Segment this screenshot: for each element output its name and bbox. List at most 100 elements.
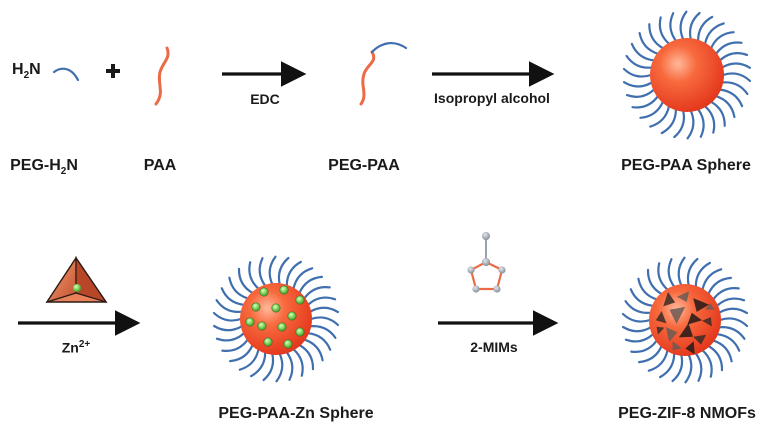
- zif8-crystal: [665, 327, 678, 342]
- zn-ion-dot: [245, 317, 255, 327]
- peg-brush-strand: [285, 351, 294, 381]
- peg-brush-strand: [292, 348, 304, 377]
- zif8-crystal: [705, 303, 715, 310]
- peg-brush-strand: [715, 333, 741, 352]
- peg-brush-strand: [686, 257, 699, 287]
- plus-sign: [106, 64, 120, 78]
- zif8-crystal: [663, 292, 676, 307]
- peg-brush-strand: [212, 311, 243, 322]
- peg-brush-strand: [669, 12, 677, 42]
- peg-brush-strand: [622, 325, 652, 333]
- peg-brush-strand: [649, 105, 671, 128]
- zn-ion-dot: [257, 321, 267, 331]
- peg-brush-strand: [638, 32, 659, 55]
- peg-brush-strand: [221, 338, 249, 352]
- peg-brush-strand: [703, 22, 725, 45]
- peg-brush-strand: [721, 72, 752, 83]
- peg-brush-strand: [215, 332, 246, 342]
- sphere-core: [650, 38, 724, 112]
- zn-ion-dot: [295, 327, 305, 337]
- zn-ion-dot: [287, 311, 297, 321]
- peg-brush-strand: [646, 268, 663, 296]
- zif8-crystal: [677, 291, 690, 302]
- peg-brush-strand: [694, 261, 711, 288]
- peg-brush-strand: [228, 276, 249, 300]
- peg-brush-strand: [303, 338, 324, 362]
- zn-ion-dot: [263, 337, 273, 347]
- zif8-crystal: [693, 298, 709, 312]
- peg-brush-strand: [630, 42, 656, 62]
- peg-brush-strand: [697, 15, 714, 42]
- peg-brush-strand: [220, 287, 246, 306]
- peg-paa-conjugate-icon: [359, 42, 408, 106]
- peg-brush-strand: [306, 296, 337, 306]
- peg-brush-strand: [686, 109, 695, 140]
- peg-brush-strand: [237, 267, 254, 295]
- peg-chain-short: [52, 67, 80, 82]
- peg-brush-strand: [712, 339, 733, 363]
- zif8-crystal: [693, 334, 707, 345]
- peg-brush-strand: [718, 317, 749, 328]
- peg-brush-strand: [718, 88, 744, 108]
- zn-ion-dot: [277, 322, 287, 332]
- zif8-crystal: [685, 341, 695, 355]
- peg-brush-strand: [275, 352, 284, 383]
- zif8-crystal: [687, 312, 702, 325]
- peg-brush-strand: [298, 343, 315, 371]
- peg-brush-strand: [248, 261, 260, 290]
- peg-h2n-caption: PEG-H2N: [10, 157, 78, 178]
- peg-brush-strand: [639, 100, 664, 119]
- peg-brush-strand: [710, 31, 735, 50]
- peg-brush-strand: [622, 67, 653, 78]
- zn-ion-dot: [259, 287, 269, 297]
- peg-brush-strand: [238, 348, 260, 371]
- peg-brush-strand: [309, 325, 337, 339]
- sphere-core: [240, 283, 312, 355]
- peg-brush-strand: [679, 10, 688, 41]
- peg-zif8-nmofs-caption: PEG-ZIF-8 NMOFs: [618, 405, 756, 422]
- zif8-crystal: [656, 326, 665, 335]
- amine-group-label: H2N: [12, 61, 41, 82]
- peg-brush-strand: [638, 344, 663, 364]
- peg-brush-strand: [629, 288, 655, 307]
- peg-brush-strand: [701, 268, 723, 291]
- peg-brush-strand: [694, 352, 703, 382]
- peg-paa-zn-sphere-caption: PEG-PAA-Zn Sphere: [218, 405, 374, 422]
- peg-brush-strand: [658, 16, 671, 45]
- peg-brush-strand: [285, 260, 302, 287]
- peg-brush-strand: [721, 81, 749, 96]
- peg-paa-zn-sphere-icon: [212, 255, 340, 383]
- peg-brush-strand: [659, 352, 676, 379]
- zn-ion-dot: [279, 285, 289, 295]
- peg-brush-strand: [673, 109, 686, 139]
- peg-brush-strand: [701, 349, 713, 378]
- peg-brush-strand: [718, 52, 749, 62]
- pyramid-zn-icon: [45, 255, 108, 304]
- isopropyl-alcohol-label: Isopropyl alcohol: [434, 90, 550, 106]
- peg-brush-strand: [707, 276, 732, 296]
- peg-brush-strand: [703, 105, 716, 134]
- zif8-crystal: [655, 311, 667, 324]
- peg-brush-strand: [213, 324, 243, 332]
- zn-ion-dot: [271, 303, 281, 313]
- peg-brush-strand: [625, 88, 656, 98]
- peg-brush-strand: [657, 262, 669, 291]
- paa-chain: [154, 46, 170, 106]
- peg-brush-strand: [710, 100, 726, 127]
- peg-brush-strand: [697, 108, 705, 138]
- peg-brush-strand: [688, 11, 701, 41]
- zif8-crystal: [702, 317, 712, 327]
- peg-zif8-nmof-icon: [621, 256, 749, 384]
- peg-brush-strand: [309, 316, 340, 327]
- peg-brush-strand: [660, 108, 677, 135]
- zif8-crystal: [678, 323, 693, 338]
- peg-brush-strand: [667, 258, 676, 288]
- zn-ion-label: Zn2+: [61, 339, 91, 356]
- edc-label: EDC: [250, 91, 280, 107]
- peg-brush-strand: [303, 286, 331, 300]
- peg-brush-strand: [648, 23, 664, 50]
- peg-brush-strand: [715, 95, 736, 118]
- peg-brush-strand: [715, 41, 743, 55]
- zif8-crystal: [669, 306, 686, 324]
